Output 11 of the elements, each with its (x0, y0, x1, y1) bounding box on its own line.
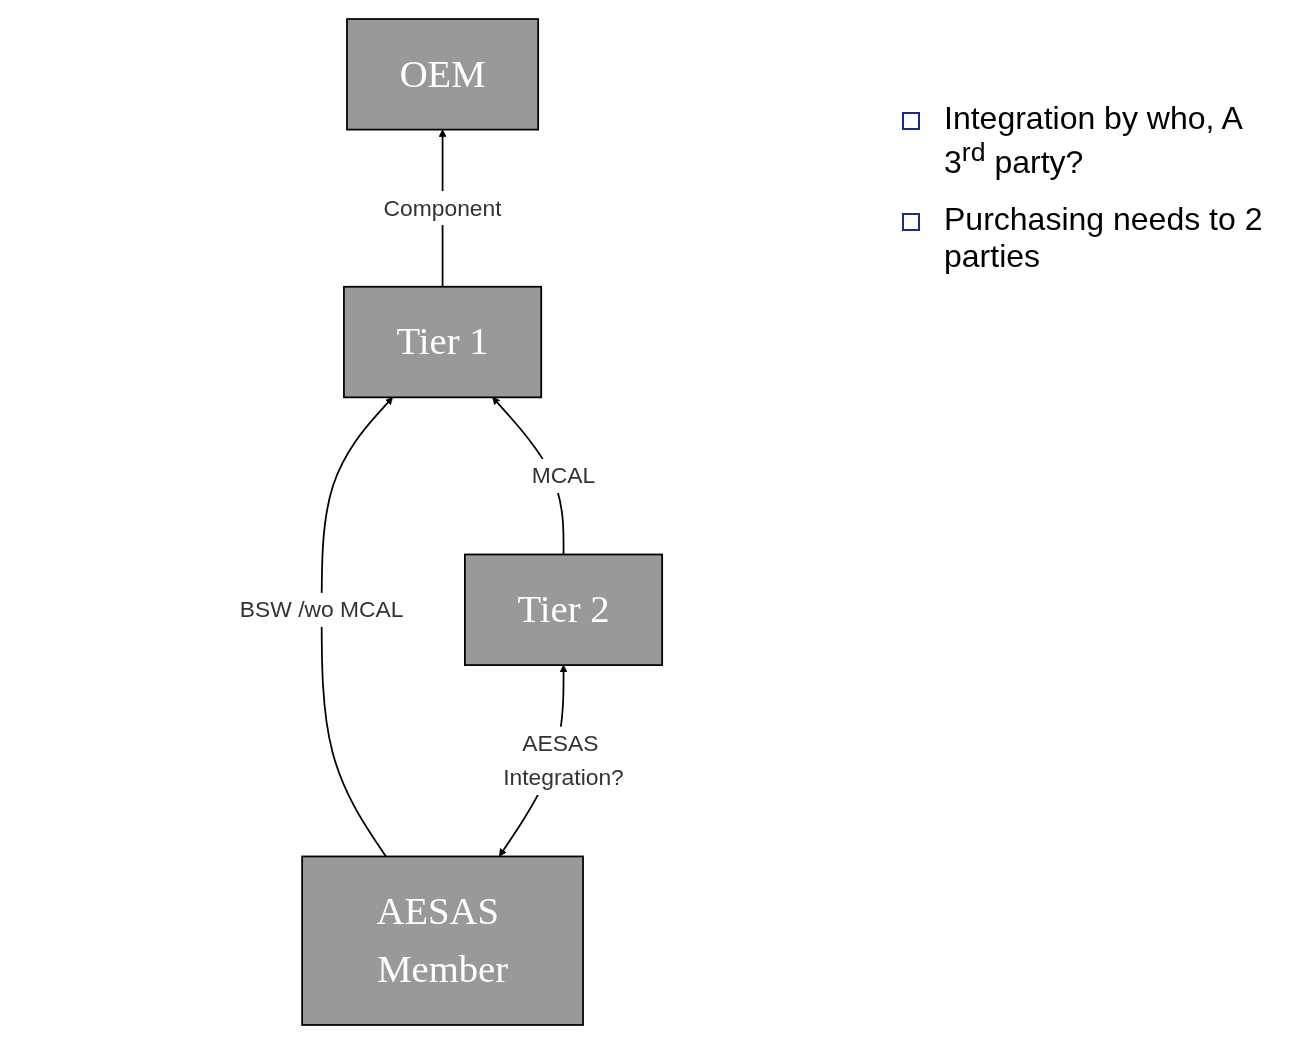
edge-label: BSW /wo MCAL (239, 595, 404, 623)
node-box: AESAS Member (301, 855, 584, 1026)
edge-label: AESAS Integration? (503, 729, 624, 791)
edge-label: MCAL (531, 461, 596, 489)
note-text: Integration by who, A 3$^{rd}$ party? (944, 100, 1243, 181)
arrow (320, 396, 393, 857)
edge-label: Component (383, 194, 502, 221)
note-text: Purchasing needs to 2 parties (944, 200, 1264, 275)
node-box: Tier 1 (343, 285, 543, 398)
node-box: OEM (346, 17, 540, 130)
node-box: Tier 2 (464, 553, 664, 666)
